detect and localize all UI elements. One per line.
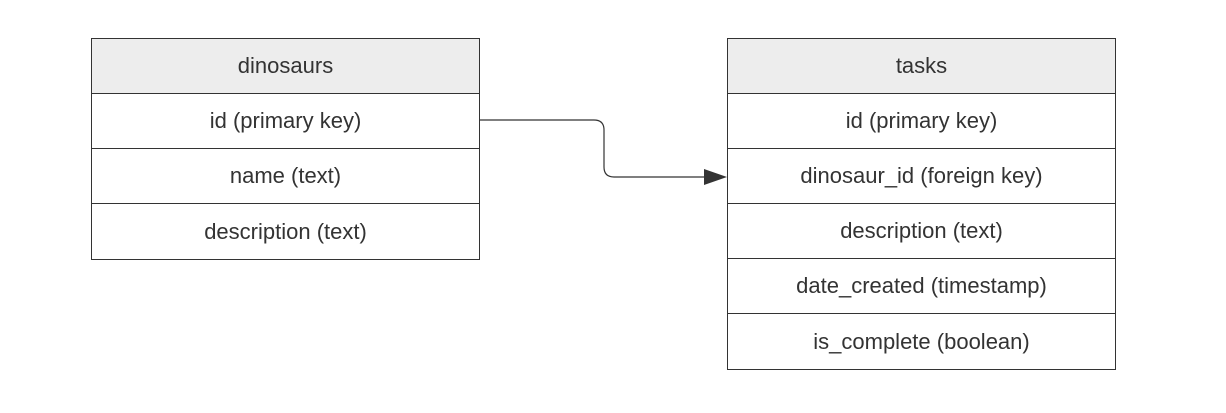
field-date-created: date_created (timestamp) xyxy=(728,259,1115,314)
arrowhead-icon xyxy=(704,169,727,185)
field-id: id (primary key) xyxy=(728,94,1115,149)
entity-title: tasks xyxy=(728,39,1115,94)
field-dinosaur-id: dinosaur_id (foreign key) xyxy=(728,149,1115,204)
field-id: id (primary key) xyxy=(92,94,479,149)
field-description: description (text) xyxy=(92,204,479,259)
connector-line xyxy=(480,119,706,178)
field-description: description (text) xyxy=(728,204,1115,259)
entity-title: dinosaurs xyxy=(92,39,479,94)
entity-dinosaurs: dinosaurs id (primary key) name (text) d… xyxy=(91,38,480,260)
field-name: name (text) xyxy=(92,149,479,204)
entity-tasks: tasks id (primary key) dinosaur_id (fore… xyxy=(727,38,1116,370)
field-is-complete: is_complete (boolean) xyxy=(728,314,1115,369)
